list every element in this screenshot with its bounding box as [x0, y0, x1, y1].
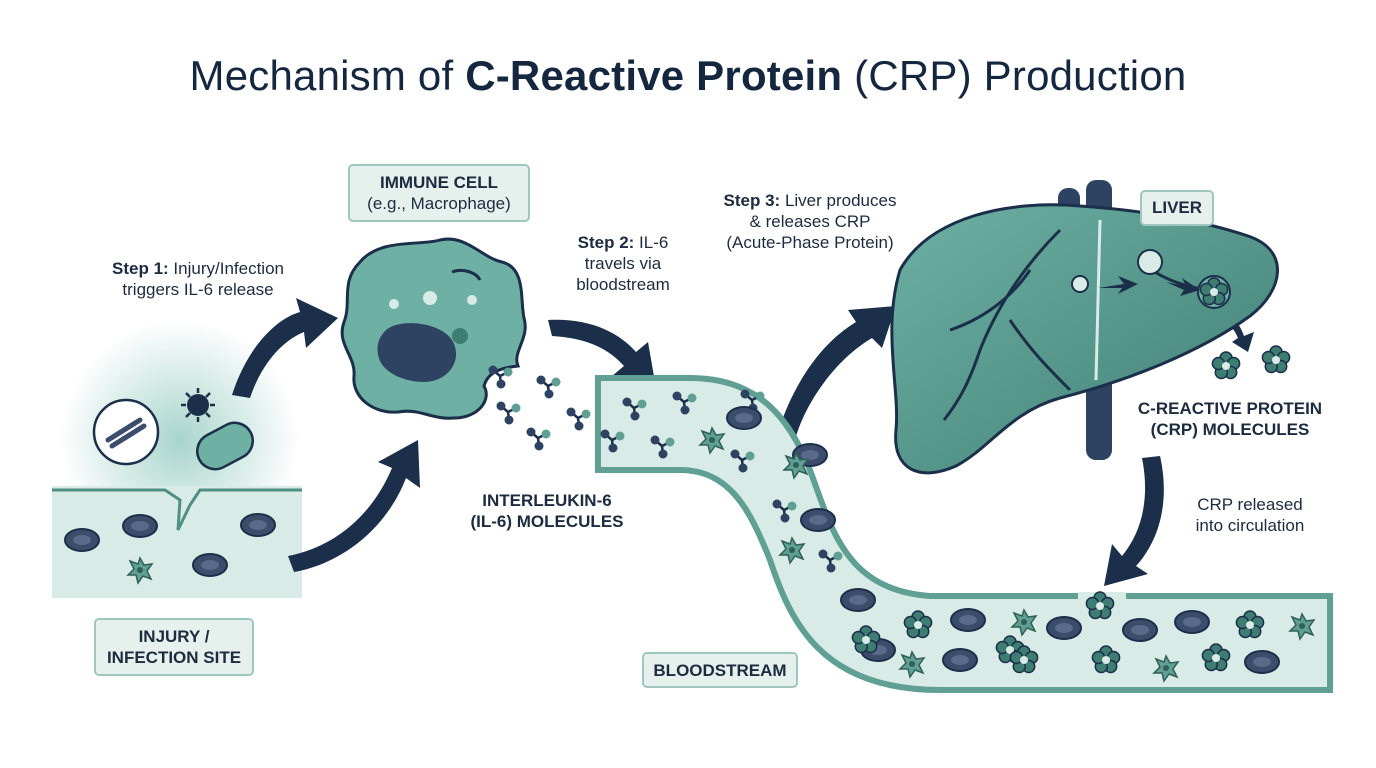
title-prefix: Mechanism of	[189, 52, 466, 99]
step-1-line1: Injury/Infection	[168, 259, 284, 278]
step-1-label: Step 1:	[112, 259, 169, 278]
immune-cell-subtitle: (e.g., Macrophage)	[367, 194, 511, 213]
crp-label-line2: (CRP) MOLECULES	[1150, 420, 1310, 439]
il6-label-line1: INTERLEUKIN-6	[482, 491, 612, 510]
liver-crp-release-icons	[1071, 249, 1231, 309]
liver-label: LIVER	[1140, 190, 1214, 226]
step-1-caption: Step 1: Injury/Infection triggers IL-6 r…	[88, 258, 308, 300]
macrophage-cell	[340, 237, 527, 420]
il6-label-line2: (IL-6) MOLECULES	[470, 512, 624, 531]
il6-molecules-label: INTERLEUKIN-6 (IL-6) MOLECULES	[452, 490, 642, 532]
bloodstream-label-text: BLOODSTREAM	[653, 661, 787, 680]
crp-molecules-label: C-REACTIVE PROTEIN (CRP) MOLECULES	[1130, 398, 1330, 440]
release-line1: CRP released	[1197, 495, 1303, 514]
flow-arrows	[232, 298, 1254, 586]
step-3-label: Step 3:	[723, 191, 781, 210]
release-line2: into circulation	[1195, 516, 1305, 535]
immune-cell-title: IMMUNE CELL	[379, 173, 499, 192]
crp-release-caption: CRP released into circulation	[1170, 494, 1330, 536]
page-title: Mechanism of C-Reactive Protein (CRP) Pr…	[0, 52, 1376, 100]
crp-label-line1: C-REACTIVE PROTEIN	[1137, 399, 1323, 418]
blood-vessel	[595, 375, 1333, 693]
pathogen-icons	[92, 388, 254, 471]
step-3-caption: Step 3: Liver produces & releases CRP (A…	[700, 190, 920, 253]
bloodstream-label: BLOODSTREAM	[642, 652, 798, 688]
step-2-line3: bloodstream	[576, 275, 670, 294]
step-3-line1: Liver produces	[780, 191, 897, 210]
title-suffix: (CRP) Production	[842, 52, 1187, 99]
liver-label-text: LIVER	[1151, 198, 1203, 217]
il6-molecule-cluster	[487, 364, 592, 452]
injury-label-line2: INFECTION SITE	[106, 648, 242, 667]
step-2-line2: travels via	[584, 254, 662, 273]
title-bold: C-Reactive Protein	[465, 52, 843, 99]
step-3-line3: (Acute-Phase Protein)	[726, 233, 894, 252]
step-2-caption: Step 2: IL-6 travels via bloodstream	[548, 232, 698, 295]
immune-cell-label: IMMUNE CELL (e.g., Macrophage)	[348, 164, 530, 222]
step-1-line2: triggers IL-6 release	[122, 280, 274, 299]
injury-site-label: INJURY / INFECTION SITE	[94, 618, 254, 676]
step-2-label: Step 2:	[577, 233, 635, 252]
liver-organ	[890, 180, 1279, 475]
injury-label-line1: INJURY /	[138, 627, 210, 646]
step-2-line1: IL-6	[634, 233, 669, 252]
step-3-line2: & releases CRP	[749, 212, 871, 231]
